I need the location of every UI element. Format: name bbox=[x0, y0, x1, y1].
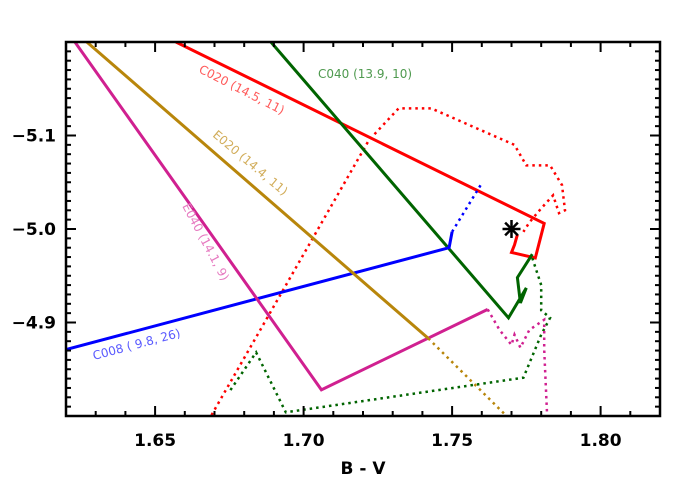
x-tick-label: 1.75 bbox=[431, 431, 473, 451]
y-tick-label: −4.9 bbox=[12, 314, 56, 334]
y-tick-label: −5.0 bbox=[12, 220, 57, 240]
series-e040-dotted bbox=[486, 308, 549, 416]
series-c020-dotted bbox=[210, 107, 567, 416]
asterisk-marker bbox=[502, 220, 521, 238]
series-label-e040: E040 (14.1, 9) bbox=[179, 201, 232, 283]
x-tick-label: 1.80 bbox=[580, 431, 622, 451]
series-c008-dotted bbox=[451, 182, 483, 233]
plot-frame bbox=[64, 40, 662, 418]
series-c020-line bbox=[175, 42, 546, 260]
axis-ticks: 1.65 1.70 1.75 1.80 −5.1 −5.0 −4.9 bbox=[12, 41, 661, 451]
series-layer bbox=[66, 42, 567, 416]
series-c040-line bbox=[269, 42, 534, 321]
series-label-e020: E020 (14.4, 11) bbox=[210, 128, 290, 199]
x-tick-label: 1.70 bbox=[283, 431, 325, 451]
y-tick-label: −5.1 bbox=[12, 127, 56, 147]
series-c040-dotted bbox=[228, 257, 552, 414]
series-e040-line bbox=[73, 42, 489, 392]
x-tick-label: 1.65 bbox=[134, 431, 176, 451]
series-e020-line bbox=[85, 42, 430, 340]
series-labels: C020 (14.5, 11)C040 (13.9, 10)C008 ( 9.8… bbox=[91, 62, 412, 363]
x-axis-title: B - V bbox=[340, 459, 386, 479]
series-c008-line bbox=[66, 231, 454, 352]
series-e020-dotted bbox=[427, 337, 507, 416]
series-label-c040: C040 (13.9, 10) bbox=[318, 67, 412, 81]
